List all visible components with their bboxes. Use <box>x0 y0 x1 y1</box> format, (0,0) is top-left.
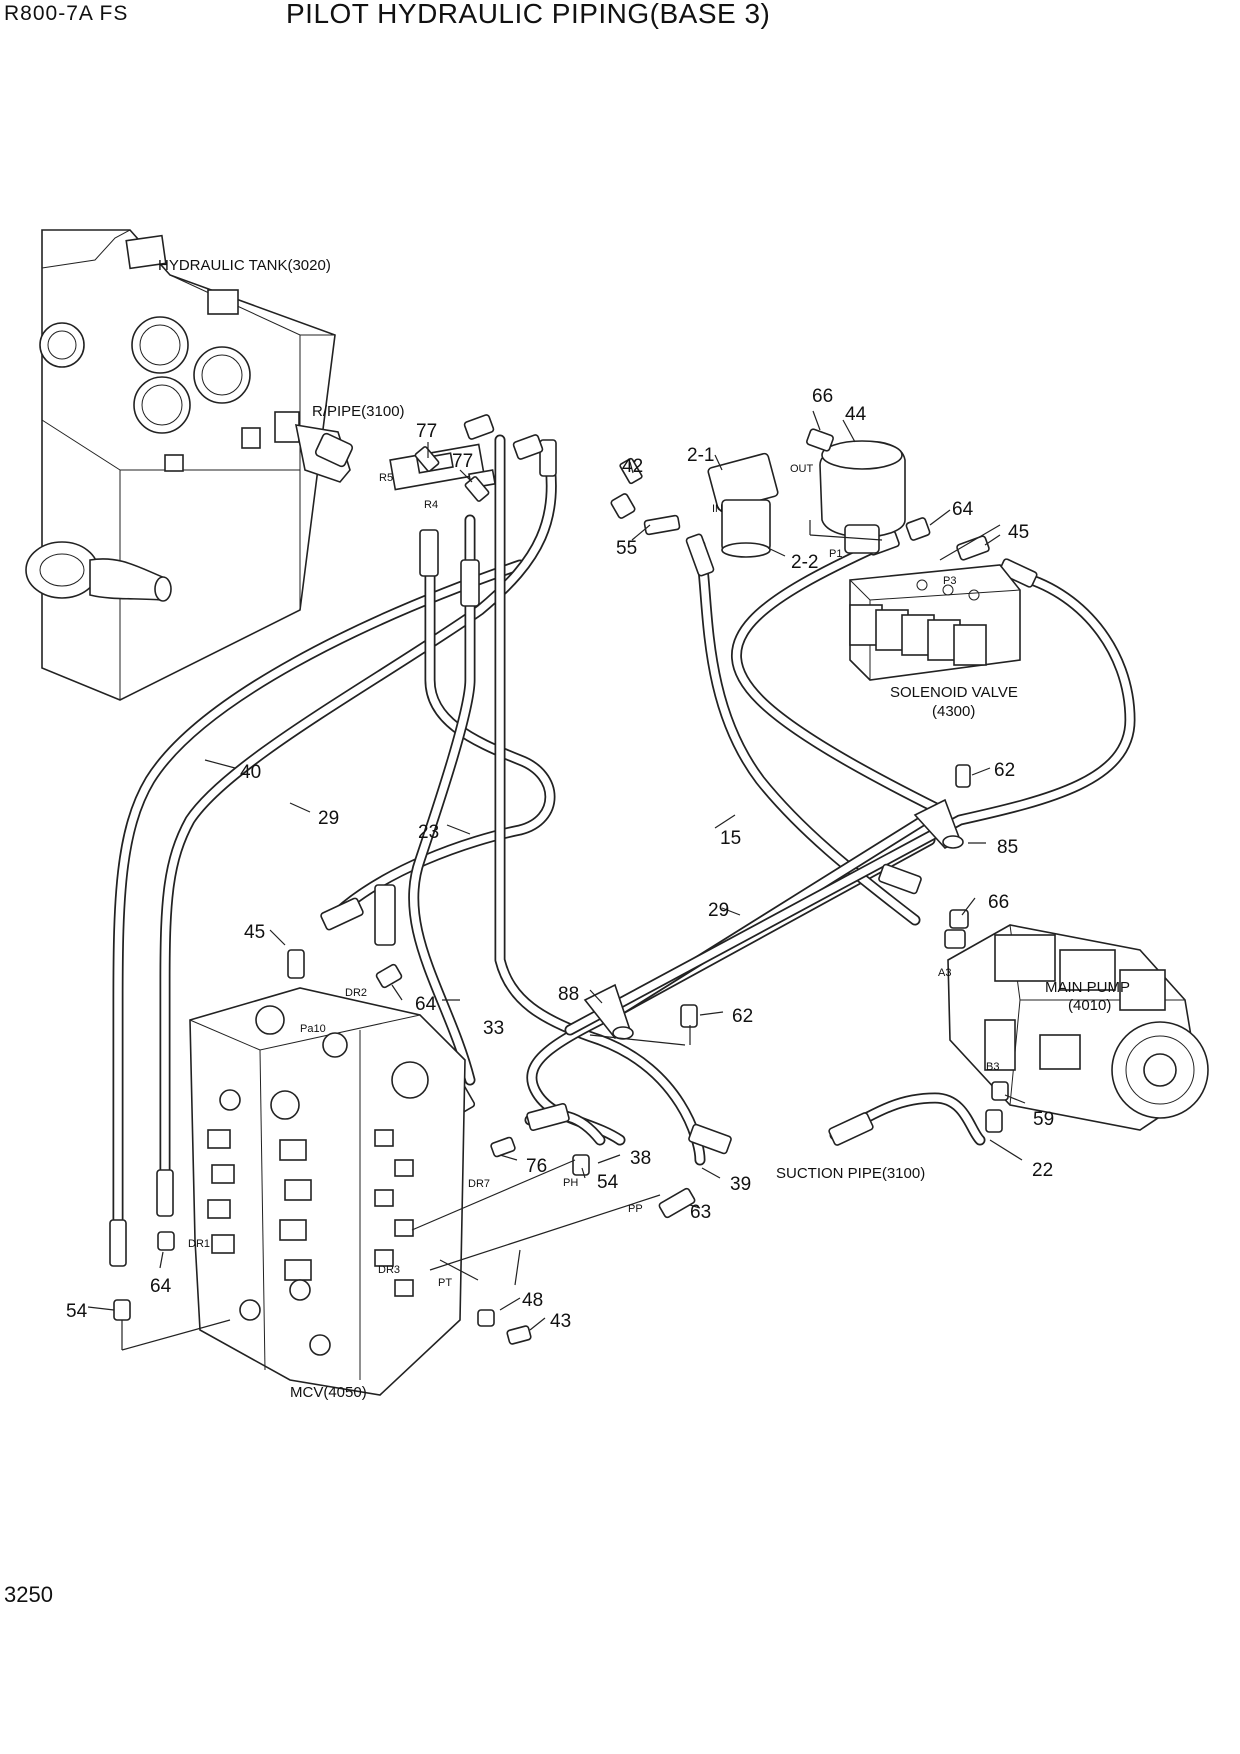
port-ph: PH <box>563 1177 578 1189</box>
callout-29: 29 <box>318 808 339 829</box>
port-p3: P3 <box>943 575 956 587</box>
port-a3: A3 <box>938 967 951 979</box>
hydraulic-tank-label: HYDRAULIC TANK(3020) <box>158 257 331 274</box>
mcv-body <box>189 987 466 1396</box>
callout-88: 88 <box>558 984 579 1005</box>
callout-29-second: 29 <box>708 900 729 921</box>
callout-62: 62 <box>994 760 1015 781</box>
callout-59: 59 <box>1033 1109 1054 1130</box>
callout-77: 77 <box>416 421 437 442</box>
callout-54: 54 <box>597 1172 619 1193</box>
callout-44: 44 <box>845 404 867 425</box>
callout-48: 48 <box>522 1290 543 1311</box>
callout-85: 85 <box>997 837 1018 858</box>
callout-66: 66 <box>812 386 833 407</box>
port-dr2: DR2 <box>345 987 367 999</box>
port-pa10: Pa10 <box>300 1023 326 1035</box>
callout-39: 39 <box>730 1174 751 1195</box>
callout-76: 76 <box>526 1156 547 1177</box>
port-r5: R5 <box>379 472 393 484</box>
port-in: IN <box>712 503 723 515</box>
page-number: 3250 <box>4 1582 53 1607</box>
port-r4: R4 <box>424 499 438 511</box>
callout-45-second: 45 <box>244 922 265 943</box>
hose-group <box>112 434 1136 1246</box>
callout-2-1: 2-1 <box>687 445 714 466</box>
hose-fittings <box>109 414 1038 1267</box>
model-number: R800-7A FS <box>4 2 129 25</box>
callout-77-second: 77 <box>452 451 473 472</box>
callout-64: 64 <box>952 499 974 520</box>
main-pump-number: (4010) <box>1068 997 1111 1014</box>
leader-lines <box>87 410 1026 1351</box>
callout-38: 38 <box>630 1148 651 1169</box>
callout-22: 22 <box>1032 1160 1053 1181</box>
loose-fittings <box>113 446 971 1345</box>
callout-2-2: 2-2 <box>791 552 818 573</box>
port-out: OUT <box>790 463 814 475</box>
clamps <box>583 798 964 1040</box>
callout-23: 23 <box>418 822 439 843</box>
solenoid-valve <box>849 517 1021 681</box>
solenoid-valve-label: SOLENOID VALVE <box>890 684 1018 701</box>
callout-64-second: 64 <box>415 994 437 1015</box>
callout-55: 55 <box>616 538 637 559</box>
return-pipe-label: R/PIPE(3100) <box>312 403 405 420</box>
port-dr7: DR7 <box>468 1178 490 1190</box>
suction-pipe-label: SUCTION PIPE(3100) <box>776 1165 925 1182</box>
callout-40: 40 <box>240 762 261 783</box>
callout-64-third: 64 <box>150 1276 172 1297</box>
page-title: PILOT HYDRAULIC PIPING(BASE 3) <box>286 0 771 29</box>
hydraulic-tank-drawing <box>25 229 336 701</box>
port-dr3: DR3 <box>378 1264 400 1276</box>
callout-62-second: 62 <box>732 1006 753 1027</box>
callout-66-second: 66 <box>988 892 1009 913</box>
mcv-label: MCV(4050) <box>290 1384 367 1401</box>
pilot-filter <box>610 452 779 558</box>
solenoid-valve-number: (4300) <box>932 703 975 720</box>
callout-54-second: 54 <box>66 1301 88 1322</box>
port-pp: PP <box>628 1203 643 1215</box>
port-b3: B3 <box>986 1061 999 1073</box>
accumulator <box>806 428 906 554</box>
callout-63: 63 <box>690 1202 711 1223</box>
callout-15: 15 <box>720 828 741 849</box>
main-pump-label: MAIN PUMP <box>1045 979 1130 996</box>
callout-33: 33 <box>483 1018 504 1039</box>
port-pt: PT <box>438 1277 452 1289</box>
main-pump <box>944 924 1209 1133</box>
callout-45: 45 <box>1008 522 1029 543</box>
callout-43: 43 <box>550 1311 571 1332</box>
callout-42: 42 <box>622 456 643 477</box>
port-p1: P1 <box>829 548 842 560</box>
return-pipe-assembly <box>294 424 496 491</box>
port-dr1: DR1 <box>188 1238 210 1250</box>
